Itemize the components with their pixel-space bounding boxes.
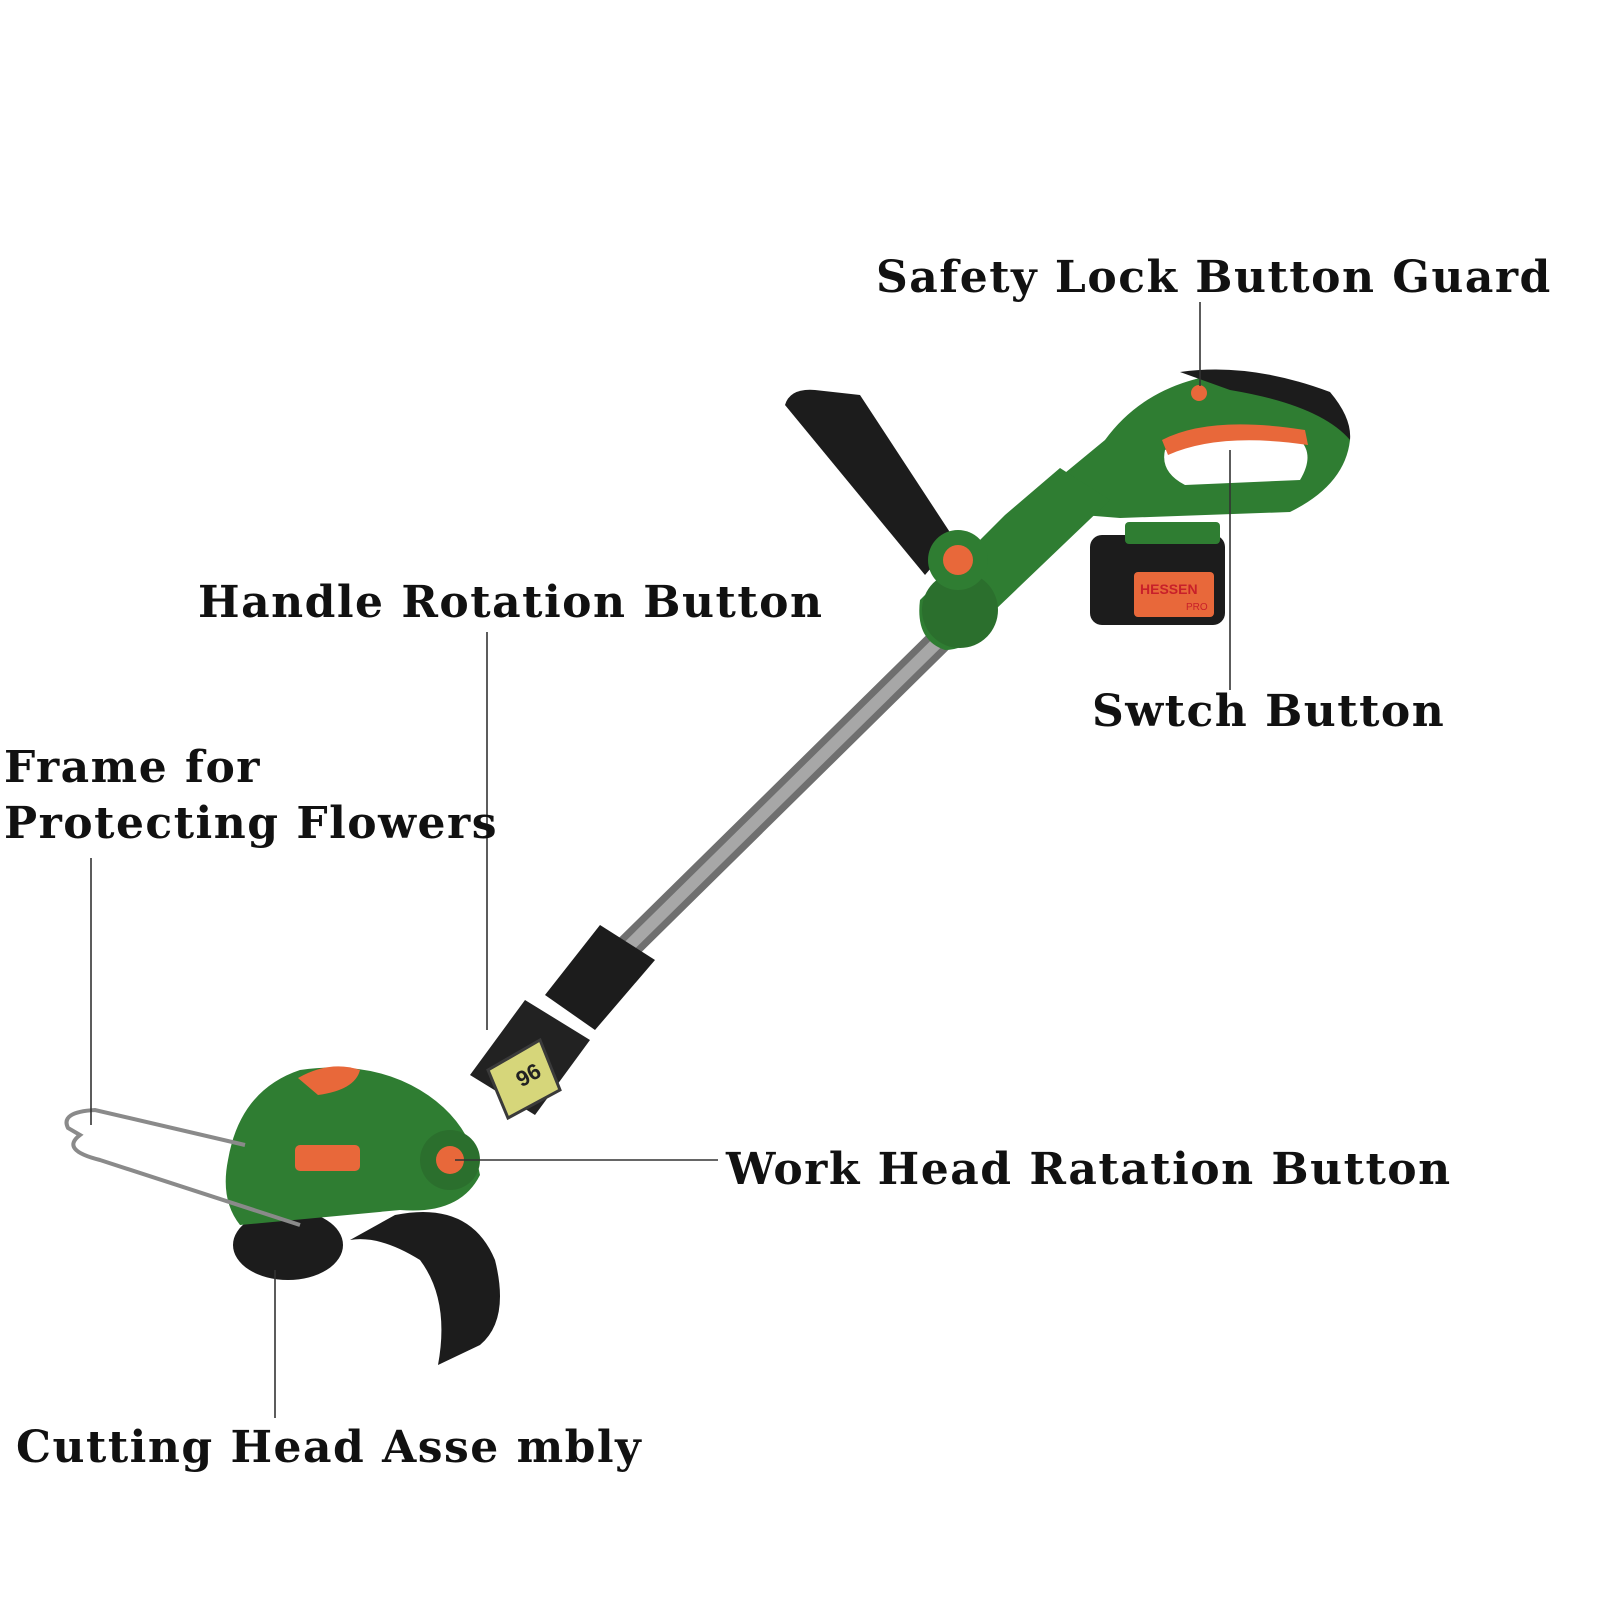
safety-lock-dot: [1191, 385, 1207, 401]
label-text-line1: Frame for: [4, 742, 261, 793]
label-switch-button: Swtch Button: [1092, 684, 1445, 740]
label-handle-rotation-button: Handle Rotation Button: [198, 575, 823, 631]
label-work-head-rotation-button: Work Head Ratation Button: [726, 1142, 1452, 1198]
label-text-line2: Protecting Flowers: [4, 798, 498, 849]
label-text: Cutting Head Asse mbly: [16, 1422, 643, 1473]
battery: HESSEN PRO: [1090, 522, 1225, 625]
label-text: Work Head Ratation Button: [726, 1144, 1452, 1195]
battery-brand-sub: PRO: [1186, 602, 1208, 613]
battery-brand: HESSEN: [1140, 581, 1198, 597]
upper-handle: [919, 369, 1351, 650]
label-cutting-head-assembly: Cutting Head Asse mbly: [16, 1420, 642, 1476]
leader-lines: [90, 302, 1231, 1418]
label-text: Safety Lock Button Guard: [876, 252, 1552, 303]
auxiliary-handle: [785, 389, 988, 590]
label-safety-lock-button-guard: Safety Lock Button Guard: [876, 250, 1552, 306]
flower-frame: [64, 1107, 301, 1227]
label-frame-for-protecting-flowers: Frame for Protecting Flowers: [4, 740, 498, 852]
label-text: Swtch Button: [1092, 686, 1446, 737]
shaft: [607, 622, 958, 968]
handle-rotation-button-icon: [943, 545, 973, 575]
work-head-rotation-button-icon: [436, 1146, 464, 1174]
display-panel: 96: [486, 1037, 562, 1121]
label-text: Handle Rotation Button: [198, 577, 824, 628]
cutting-head: [225, 1066, 500, 1365]
